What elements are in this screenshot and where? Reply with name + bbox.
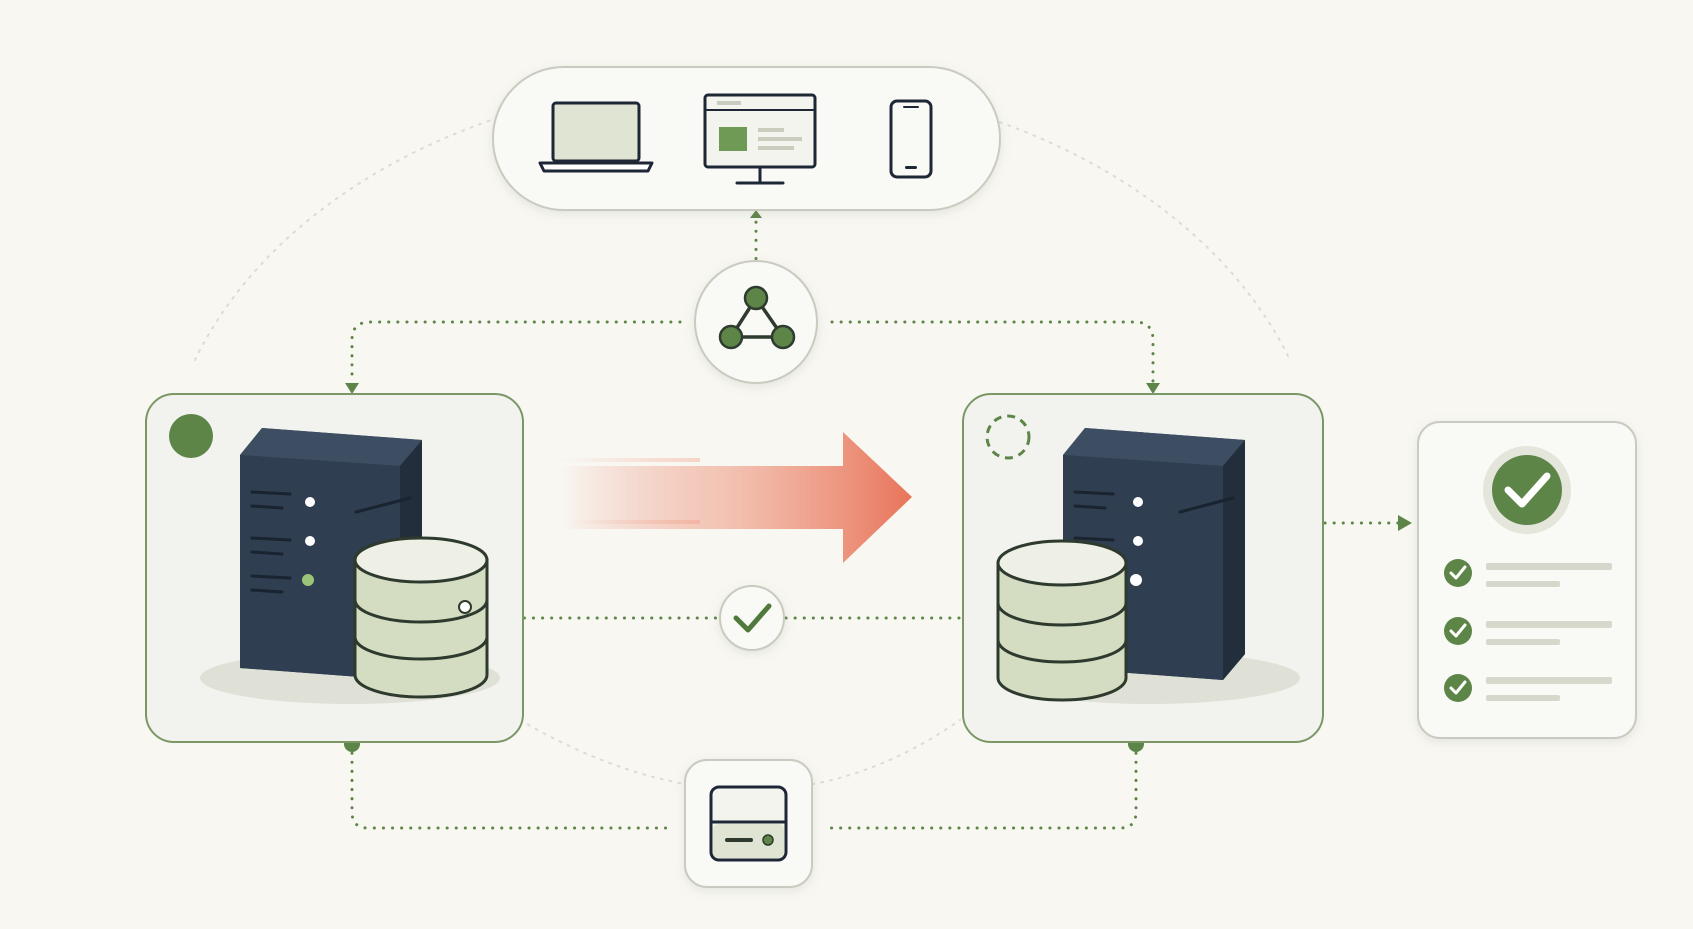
connector-hub-to-replica (830, 320, 1155, 385)
checklist-item (1444, 674, 1612, 702)
arrowhead-devices (750, 210, 762, 218)
desktop-monitor-icon (703, 93, 817, 185)
connector-hub-to-primary (350, 320, 682, 385)
checkmark-badge-icon (1483, 446, 1571, 534)
smartphone-icon (889, 99, 933, 179)
sync-check-node (719, 585, 785, 651)
database-icon (353, 536, 489, 699)
database-icon-replica (996, 539, 1128, 702)
network-hub-icon (718, 285, 796, 350)
laptop-icon (538, 101, 654, 173)
connector-replica-to-backup (828, 742, 1138, 830)
load-balancer-node (694, 260, 818, 384)
storage-drive-icon (709, 785, 788, 862)
arrowhead-replica (1146, 383, 1160, 394)
background-arc (194, 77, 1291, 361)
checklist-item (1444, 559, 1612, 587)
checkmark-icon (733, 603, 772, 633)
primary-status-indicator (169, 414, 213, 458)
replica-status-indicator (985, 414, 1031, 460)
arrowhead-primary (345, 383, 359, 394)
connector-primary-to-backup (350, 742, 670, 830)
checklist-panel (1417, 421, 1637, 739)
arrowhead-checklist (1398, 515, 1412, 531)
failover-arrow (560, 432, 912, 563)
checklist-item (1444, 617, 1612, 645)
